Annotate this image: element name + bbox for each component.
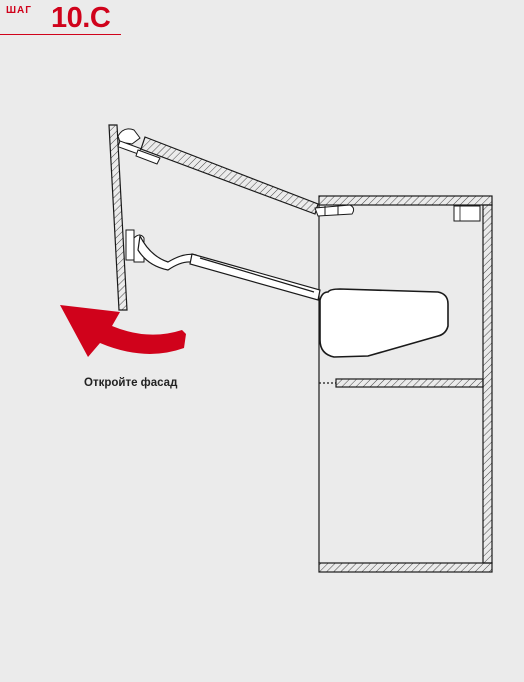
lift-arm [137, 234, 321, 301]
step-number: 10.С [51, 2, 111, 34]
front-panel [108, 124, 128, 311]
cabinet [318, 195, 493, 573]
step-header: ШАГ 10.С [0, 0, 122, 38]
step-word: ШАГ [6, 5, 32, 16]
cabinet-shelf [335, 378, 484, 388]
instruction-caption: Откройте фасад [84, 377, 178, 389]
cabinet-bottom-panel [318, 562, 493, 573]
cabinet-top-panel [318, 195, 493, 206]
upper-arm [140, 136, 319, 215]
cabinet-side-panel [482, 204, 493, 564]
curved-arrow-left-icon [60, 305, 186, 357]
upper-hinge [117, 128, 161, 165]
cabinet-hinge [314, 204, 355, 217]
lift-mechanism-body [319, 288, 449, 358]
lift-mounting-block [453, 205, 481, 222]
header-underline [0, 34, 121, 35]
